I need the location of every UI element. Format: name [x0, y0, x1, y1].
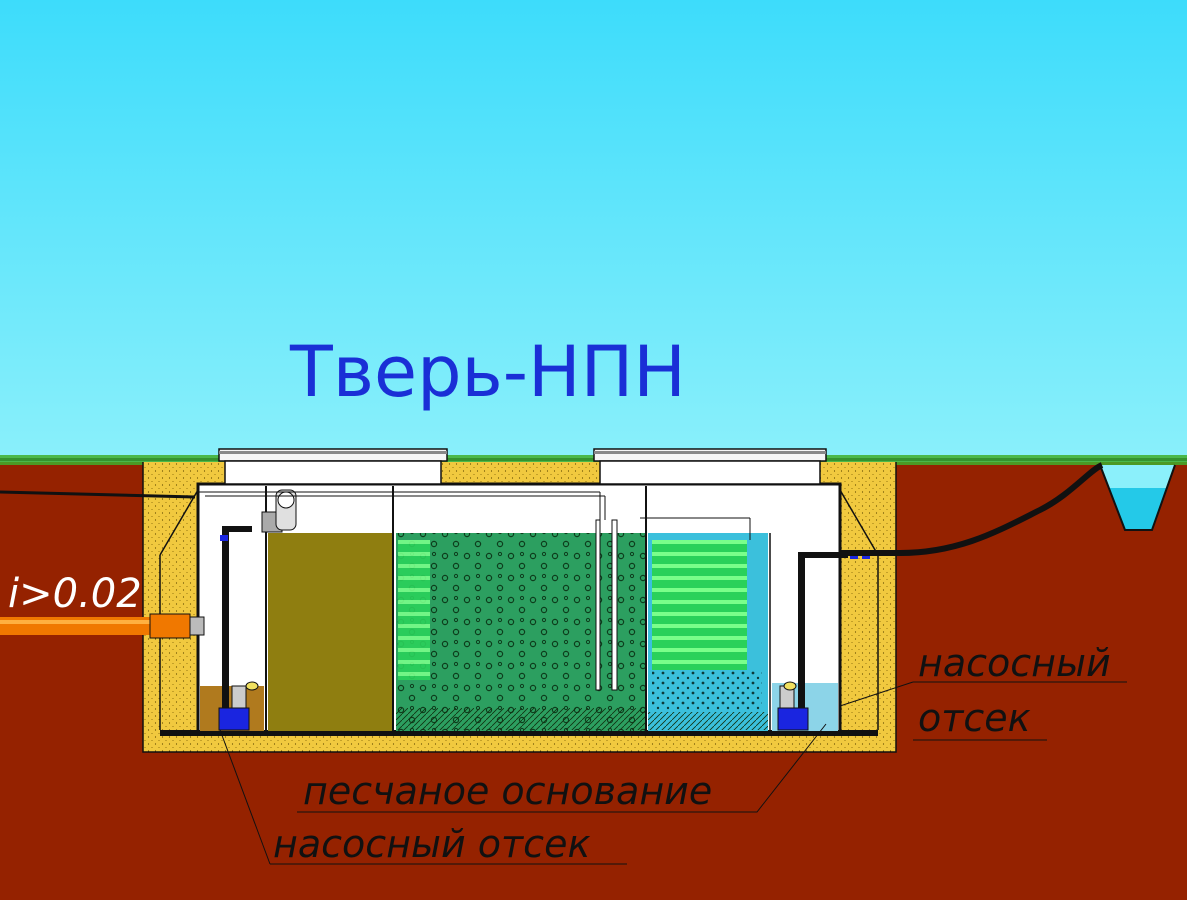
- electric-cable-left: [0, 490, 196, 499]
- sky: [0, 0, 1187, 465]
- slope-label: i>0.02: [8, 571, 142, 617]
- clarifier: [648, 533, 771, 732]
- overhead-piping: [198, 491, 751, 540]
- submersible-pump-right: [777, 707, 809, 731]
- outlet-pipe: [840, 462, 1104, 556]
- inlet-pipe: [0, 613, 205, 639]
- service-hatch-left: [218, 448, 448, 485]
- service-hatch-right: [593, 448, 827, 485]
- pump-label-right-1: насосный: [918, 641, 1111, 685]
- diagram-title: Тверь-НПН: [289, 331, 686, 413]
- left-pump-compartment: [200, 486, 267, 732]
- receiving-chamber: [261, 486, 394, 732]
- sand-base-label: песчаное основание: [303, 769, 712, 813]
- submersible-pump-left: [218, 707, 250, 731]
- right-pump-compartment: [772, 550, 870, 731]
- leader-lines: [219, 681, 1127, 865]
- pump-label-left: насосный отсек: [273, 822, 590, 866]
- aerotank: [396, 486, 647, 732]
- pump-label-right-2: отсек: [918, 696, 1031, 740]
- drainage-ditch: [1099, 464, 1176, 531]
